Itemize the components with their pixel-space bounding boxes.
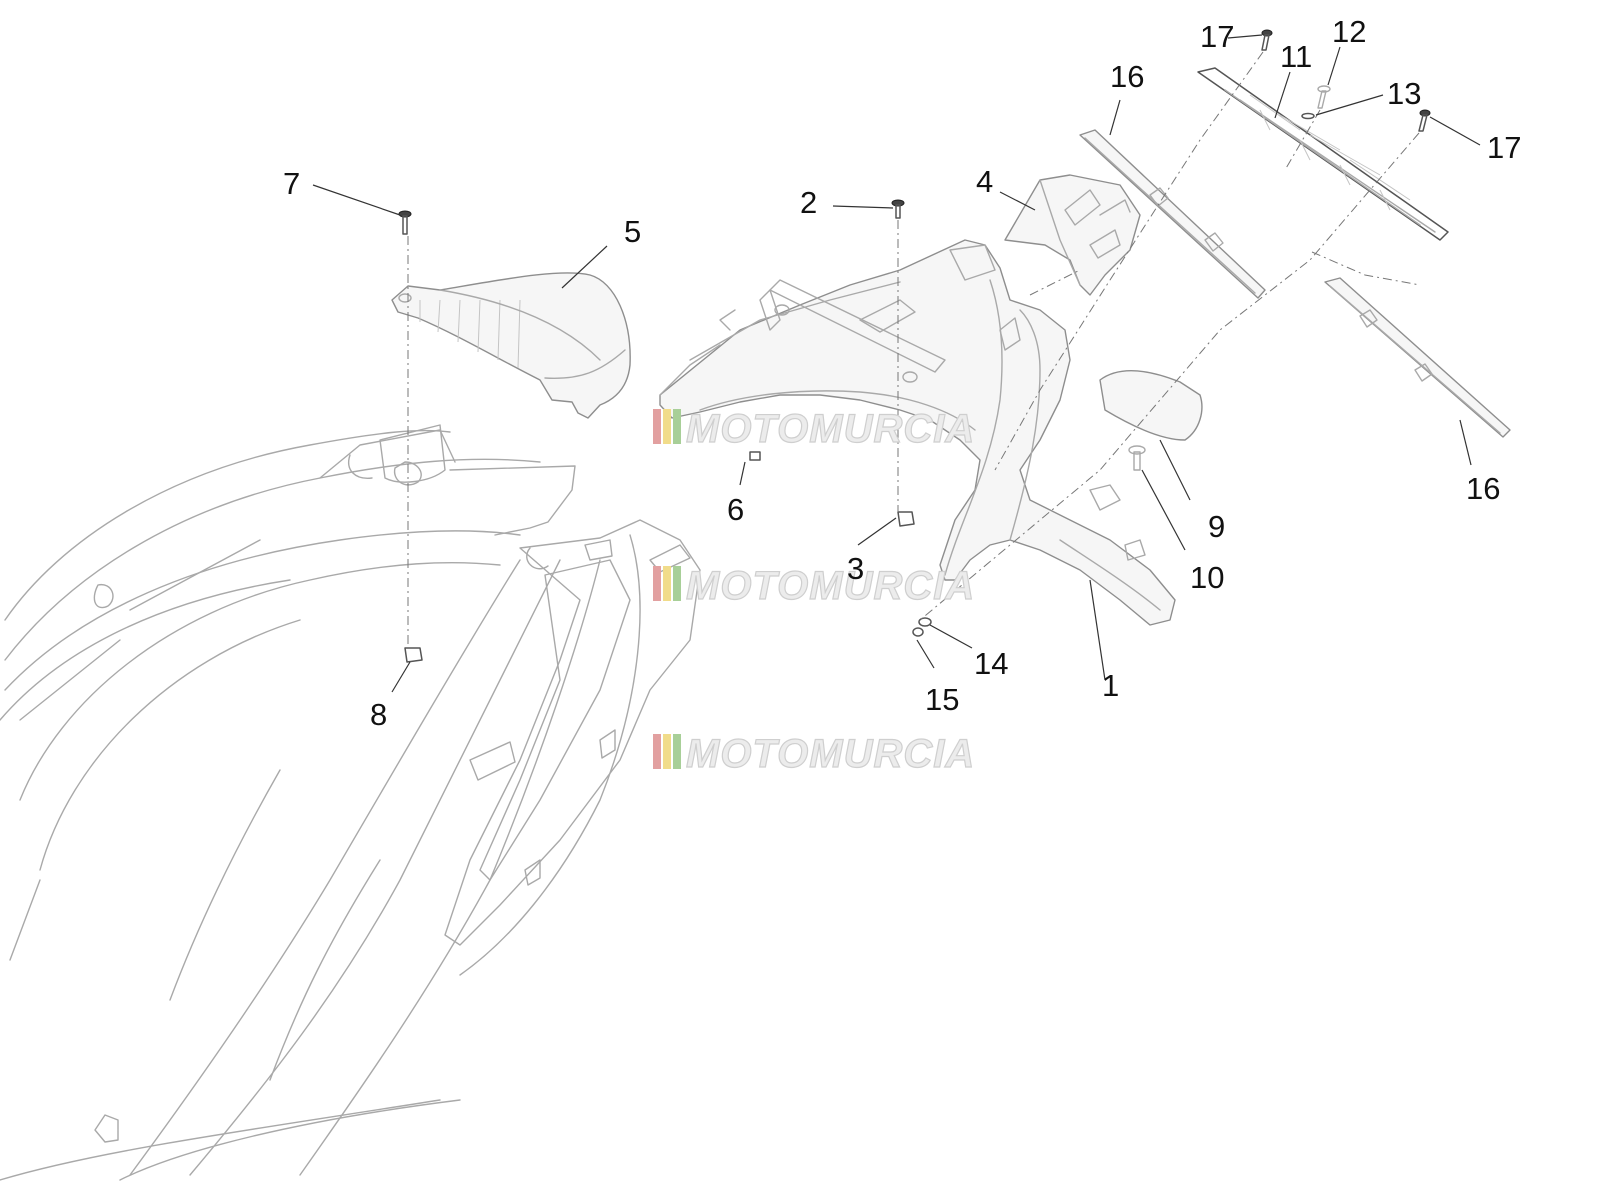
watermark-stripe-red — [653, 409, 661, 444]
part-1-rear-fender — [659, 239, 1176, 626]
part-8-clip-nut — [404, 647, 423, 663]
leader-lines — [312, 34, 1481, 693]
part-6-clip — [749, 451, 761, 461]
callout-17-right: 17 — [1487, 130, 1521, 165]
watermark-stripe-green — [673, 734, 681, 769]
watermark-stripe-green — [673, 566, 681, 601]
callout-10: 10 — [1190, 560, 1224, 595]
callout-16-lower: 16 — [1466, 471, 1500, 506]
part-4-light-housing — [1004, 174, 1141, 296]
callout-1: 1 — [1102, 668, 1119, 703]
callout-14: 14 — [974, 646, 1008, 681]
watermark-text: MOTOMURCIA — [686, 407, 975, 451]
part-11-plate-holder — [1197, 67, 1449, 241]
part-13-washer — [1301, 112, 1315, 120]
callout-16-upper: 16 — [1110, 59, 1144, 94]
watermark-text: MOTOMURCIA — [686, 564, 975, 608]
callout-2: 2 — [800, 185, 817, 220]
callout-12: 12 — [1332, 14, 1366, 49]
part-12-screw — [1317, 85, 1331, 109]
fasteners — [398, 29, 1431, 663]
watermark-1: MOTOMURCIA — [653, 406, 975, 452]
watermark-stripe-yellow — [663, 409, 671, 444]
callout-11: 11 — [1280, 39, 1312, 74]
callout-labels: 1 2 3 4 5 6 7 8 9 10 11 12 13 14 15 16 1… — [283, 14, 1521, 732]
callout-8: 8 — [370, 697, 387, 732]
watermark-stripe-red — [653, 566, 661, 601]
watermark-3: MOTOMURCIA — [653, 731, 975, 777]
callout-9: 9 — [1208, 509, 1225, 544]
watermark-stripe-red — [653, 734, 661, 769]
part-17-screw-left — [1261, 29, 1273, 51]
callout-17-left: 17 — [1200, 19, 1234, 54]
callout-3: 3 — [847, 551, 864, 586]
part-2-screw — [891, 199, 905, 219]
part-10-rivet — [1128, 445, 1146, 471]
part-16-upper-plate-bracket — [1079, 129, 1266, 299]
callout-5: 5 — [624, 214, 641, 249]
callout-4: 4 — [976, 164, 993, 199]
watermark-stripe-yellow — [663, 734, 671, 769]
rear-body-panel — [0, 424, 701, 1181]
part-17-screw-right — [1418, 109, 1431, 132]
part-9-reflector — [1099, 370, 1203, 441]
callout-7: 7 — [283, 166, 300, 201]
part-5-rear-cover — [391, 272, 631, 419]
part-16-lower-plate-bracket — [1324, 277, 1511, 438]
watermark-text: MOTOMURCIA — [686, 732, 975, 776]
part-7-screw — [398, 210, 412, 235]
part-3-clip-nut — [897, 511, 915, 527]
callout-15: 15 — [925, 682, 959, 717]
part-15-nut — [912, 627, 924, 637]
part-14-spacer — [918, 617, 932, 627]
assembly-axes — [407, 51, 1421, 648]
watermark-stripe-green — [673, 409, 681, 444]
watermark-stripe-yellow — [663, 566, 671, 601]
callout-6: 6 — [727, 492, 744, 527]
callout-13: 13 — [1387, 76, 1421, 111]
watermark-2: MOTOMURCIA — [653, 563, 975, 609]
